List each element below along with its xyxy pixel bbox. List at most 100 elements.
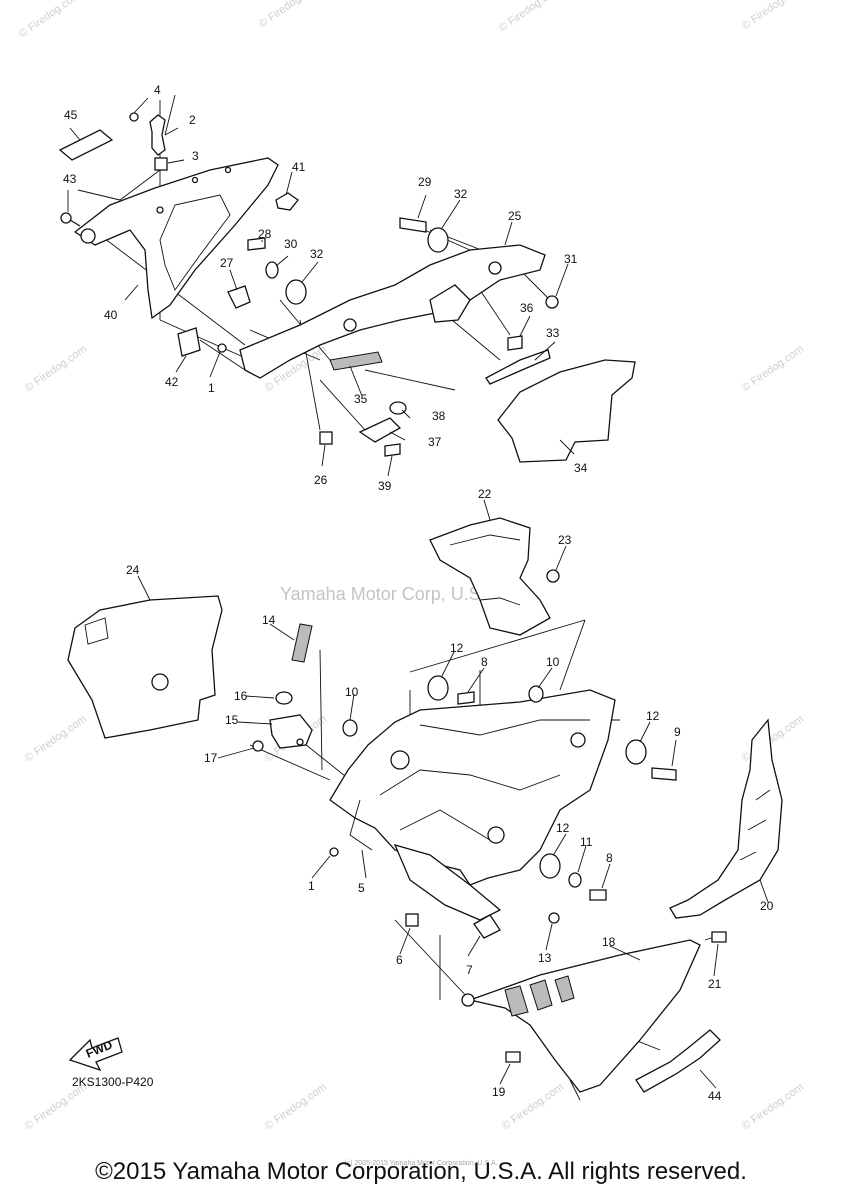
part-9-bolt [651,767,677,781]
callout-33: 33 [546,326,560,340]
part-1-screw-upper [217,343,227,353]
callout-34: 34 [574,461,588,475]
callout-36: 36 [520,301,534,315]
callout-11: 11 [580,835,593,849]
part-41-grommet [275,192,299,211]
callout-13: 13 [538,951,552,965]
callout-1: 1 [208,381,215,395]
callout-40: 40 [104,308,118,322]
part-10-collar [342,719,358,737]
part-14-strip [291,623,313,663]
callout-37: 37 [428,435,442,449]
callout-44: 44 [708,1089,722,1103]
part-40-hole [156,206,164,214]
part-5-hole [390,750,410,770]
part-3-nut [154,157,168,171]
watermark-site: © Firedog.com [740,0,806,32]
part-25-boss [429,284,471,323]
callout-5: 5 [358,881,365,895]
callout-14: 14 [262,613,276,627]
watermark-site: © Firedog.com [740,1081,806,1132]
part-25-hole [343,318,357,332]
callout-12: 12 [450,641,464,655]
part-40-hole [224,166,232,174]
part-5-frame [329,689,616,886]
part-43-bolt [60,212,72,224]
callout-32: 32 [454,187,468,201]
part-10-collar-right [528,685,544,703]
callout-22: 22 [478,487,492,501]
part-27-clip [227,285,251,309]
callout-15: 15 [225,713,239,727]
part-20-detail [739,789,771,861]
callout-26: 26 [314,473,328,487]
part-44-pad [635,1029,721,1093]
callout-42: 42 [165,375,179,389]
part-20-bracket [669,718,783,919]
part-12-grommet-right [625,739,647,765]
callout-32: 32 [310,247,324,261]
callout-3: 3 [192,149,199,163]
callout-numbers: 4 2 3 45 43 41 29 32 25 28 30 32 27 31 4… [63,83,774,1103]
part-5-detail [349,719,590,851]
watermark-site: © Firedog.com [497,0,563,34]
callout-18: 18 [602,935,616,949]
callout-10: 10 [345,685,359,699]
lower-assembly: FWD [67,517,783,1101]
callout-7: 7 [466,963,473,977]
part-24-hole [151,673,169,691]
copyright-footer: ©2015 Yamaha Motor Corporation, U.S.A. A… [95,1158,747,1185]
part-21-bolt [711,931,727,943]
callout-8: 8 [481,655,488,669]
part-33-strip [485,349,551,385]
part-8-bolt [457,691,475,705]
callout-28: 28 [258,227,272,241]
callout-35: 35 [354,392,368,406]
callout-29: 29 [418,175,432,189]
callout-39: 39 [378,479,392,493]
part-30-collar [265,261,279,279]
part-4-screw [129,112,139,122]
part-6-nut [405,913,419,927]
part-17-screw [252,740,264,752]
part-42-pad [177,327,201,357]
part-40-detail [159,194,231,291]
callout-20: 20 [760,899,774,913]
part-18-vents [504,975,575,1017]
part-25-hole [488,261,502,275]
callout-2: 2 [189,113,196,127]
callout-19: 19 [492,1085,506,1099]
watermark-site: © Firedog.com [23,713,89,764]
part-32-grommet [285,279,307,305]
part-18-cover [467,939,701,1093]
diagram-code: 2KS1300-P420 [72,1075,154,1089]
part-34-side-cover [497,359,636,463]
fwd-arrow [68,1037,123,1072]
callout-38: 38 [432,409,446,423]
part-5-hole [487,826,505,844]
part-36-bolt [507,335,523,351]
callout-8: 8 [606,851,613,865]
part-16-grommet [275,691,293,705]
watermark-site: © Firedog.com [17,0,83,40]
part-22-bracket [429,517,551,636]
part-43-shaft [69,219,81,227]
callout-12: 12 [646,709,660,723]
watermark-site: © Firedog.com [257,0,323,30]
callout-9: 9 [674,725,681,739]
part-25-bracket [239,244,546,379]
part-39-bolt [384,443,401,457]
callout-16: 16 [234,689,248,703]
callout-27: 27 [220,256,234,270]
part-8-bolt-lower [589,889,607,901]
part-40-hole [80,228,96,244]
callout-17: 17 [204,751,218,765]
part-26-nut [319,431,333,445]
callout-4: 4 [154,83,161,97]
part-5-hole [570,732,586,748]
watermark-site: © Firedog.com [23,343,89,394]
part-15-bracket [269,714,313,749]
part-12-grommet [427,675,449,701]
watermark-site: © Firedog.com [740,343,806,394]
callout-23: 23 [558,533,572,547]
